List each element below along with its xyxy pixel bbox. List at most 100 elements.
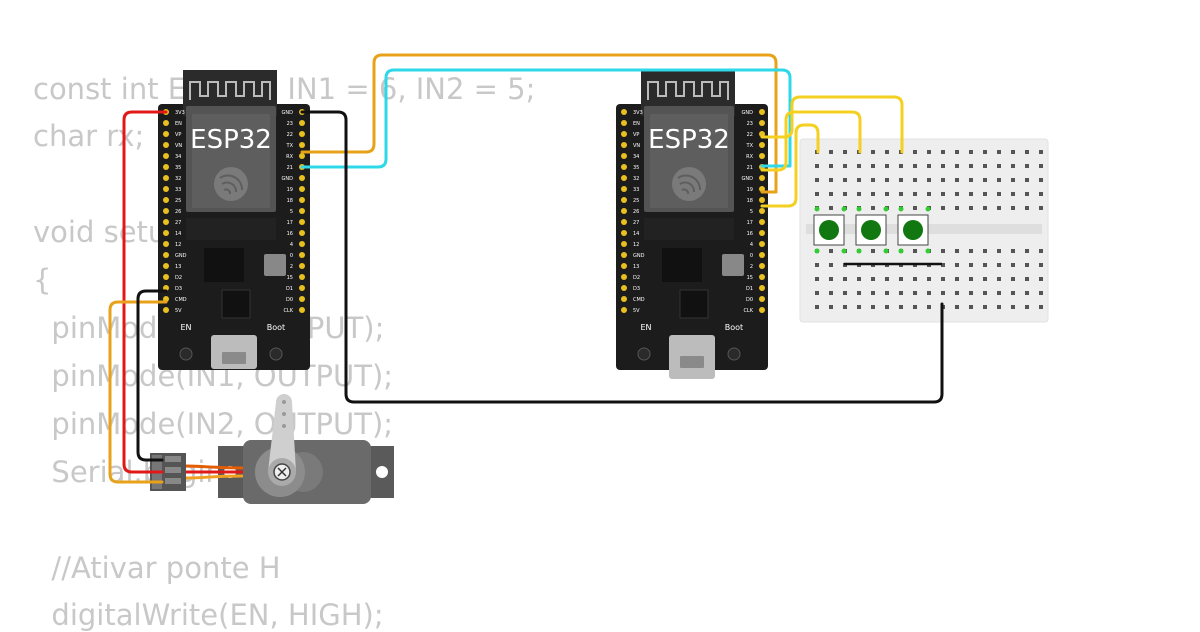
breadboard-hole[interactable]: [1025, 206, 1029, 210]
breadboard-hole[interactable]: [843, 277, 847, 281]
header-pin[interactable]: [299, 296, 305, 302]
breadboard-hole[interactable]: [829, 206, 833, 210]
breadboard-hole[interactable]: [885, 291, 889, 295]
breadboard-hole[interactable]: [1039, 291, 1043, 295]
breadboard-hole[interactable]: [815, 305, 819, 309]
breadboard-hole[interactable]: [997, 178, 1001, 182]
header-pin[interactable]: [299, 263, 305, 269]
breadboard-hole[interactable]: [997, 291, 1001, 295]
breadboard-hole[interactable]: [1011, 277, 1015, 281]
breadboard-hole[interactable]: [1011, 206, 1015, 210]
breadboard-hole[interactable]: [997, 192, 1001, 196]
wire-cyan-rx[interactable]: [300, 68, 792, 169]
header-pin[interactable]: [759, 197, 765, 203]
header-pin[interactable]: [621, 109, 627, 115]
breadboard-hole[interactable]: [941, 277, 945, 281]
breadboard-hole[interactable]: [857, 291, 861, 295]
breadboard-hole[interactable]: [885, 178, 889, 182]
breadboard-hole[interactable]: [1039, 206, 1043, 210]
header-pin[interactable]: [163, 175, 169, 181]
breadboard-hole[interactable]: [871, 305, 875, 309]
breadboard-hole[interactable]: [913, 164, 917, 168]
breadboard-hole[interactable]: [871, 249, 875, 253]
header-pin[interactable]: [163, 142, 169, 148]
breadboard-hole[interactable]: [871, 192, 875, 196]
breadboard-hole[interactable]: [1039, 150, 1043, 154]
breadboard-hole[interactable]: [969, 305, 973, 309]
push-button-1[interactable]: [813, 214, 845, 246]
push-button-2[interactable]: [855, 214, 887, 246]
header-pin[interactable]: [759, 208, 765, 214]
header-pin[interactable]: [299, 197, 305, 203]
wire-yellow-button-1[interactable]: [760, 123, 820, 208]
breadboard-hole[interactable]: [1011, 192, 1015, 196]
breadboard-hole[interactable]: [913, 305, 917, 309]
breadboard-hole[interactable]: [983, 192, 987, 196]
breadboard-hole[interactable]: [1025, 164, 1029, 168]
breadboard-hole[interactable]: [955, 291, 959, 295]
header-pin[interactable]: [163, 307, 169, 313]
breadboard-hole[interactable]: [969, 277, 973, 281]
wire-red-vcc[interactable]: [122, 110, 168, 474]
breadboard-hole[interactable]: [815, 291, 819, 295]
header-pin[interactable]: [299, 285, 305, 291]
header-pin[interactable]: [759, 175, 765, 181]
breadboard-hole[interactable]: [829, 291, 833, 295]
breadboard-hole[interactable]: [941, 206, 945, 210]
breadboard-hole[interactable]: [969, 249, 973, 253]
breadboard-hole[interactable]: [941, 192, 945, 196]
header-pin[interactable]: [299, 252, 305, 258]
header-pin[interactable]: [299, 208, 305, 214]
breadboard-hole[interactable]: [829, 263, 833, 267]
breadboard-hole[interactable]: [843, 164, 847, 168]
header-pin[interactable]: [759, 285, 765, 291]
breadboard-hole[interactable]: [1039, 164, 1043, 168]
header-pin[interactable]: [621, 120, 627, 126]
breadboard-hole[interactable]: [857, 192, 861, 196]
breadboard-hole[interactable]: [815, 263, 819, 267]
breadboard-hole[interactable]: [871, 178, 875, 182]
breadboard-hole[interactable]: [1025, 305, 1029, 309]
breadboard-hole[interactable]: [927, 291, 931, 295]
header-pin[interactable]: [621, 164, 627, 170]
en-button[interactable]: [179, 347, 193, 361]
servo-horn[interactable]: [268, 394, 296, 472]
breadboard-hole[interactable]: [899, 164, 903, 168]
breadboard-hole[interactable]: [815, 164, 819, 168]
breadboard-hole[interactable]: [969, 291, 973, 295]
breadboard-hole[interactable]: [1011, 249, 1015, 253]
breadboard-hole[interactable]: [899, 192, 903, 196]
breadboard-hole[interactable]: [1025, 277, 1029, 281]
breadboard-hole[interactable]: [829, 249, 833, 253]
header-pin[interactable]: [759, 230, 765, 236]
breadboard-hole[interactable]: [1039, 277, 1043, 281]
breadboard-hole[interactable]: [829, 305, 833, 309]
breadboard-hole[interactable]: [899, 277, 903, 281]
breadboard-hole[interactable]: [955, 249, 959, 253]
breadboard-hole[interactable]: [983, 249, 987, 253]
header-pin[interactable]: [621, 219, 627, 225]
breadboard-hole[interactable]: [1011, 263, 1015, 267]
header-pin[interactable]: [621, 274, 627, 280]
breadboard-hole[interactable]: [955, 178, 959, 182]
header-pin[interactable]: [163, 153, 169, 159]
breadboard-hole[interactable]: [885, 164, 889, 168]
breadboard-hole[interactable]: [1025, 192, 1029, 196]
header-pin[interactable]: [621, 153, 627, 159]
breadboard-hole[interactable]: [843, 150, 847, 154]
breadboard-hole[interactable]: [997, 164, 1001, 168]
breadboard-hole[interactable]: [969, 150, 973, 154]
header-pin[interactable]: [299, 131, 305, 137]
breadboard-hole[interactable]: [885, 192, 889, 196]
header-pin[interactable]: [299, 230, 305, 236]
breadboard-hole[interactable]: [969, 164, 973, 168]
breadboard-hole[interactable]: [899, 305, 903, 309]
breadboard-hole[interactable]: [941, 291, 945, 295]
breadboard-hole[interactable]: [955, 305, 959, 309]
header-pin[interactable]: [621, 142, 627, 148]
breadboard-hole[interactable]: [843, 178, 847, 182]
header-pin[interactable]: [163, 197, 169, 203]
breadboard-hole[interactable]: [955, 206, 959, 210]
header-pin[interactable]: [759, 296, 765, 302]
